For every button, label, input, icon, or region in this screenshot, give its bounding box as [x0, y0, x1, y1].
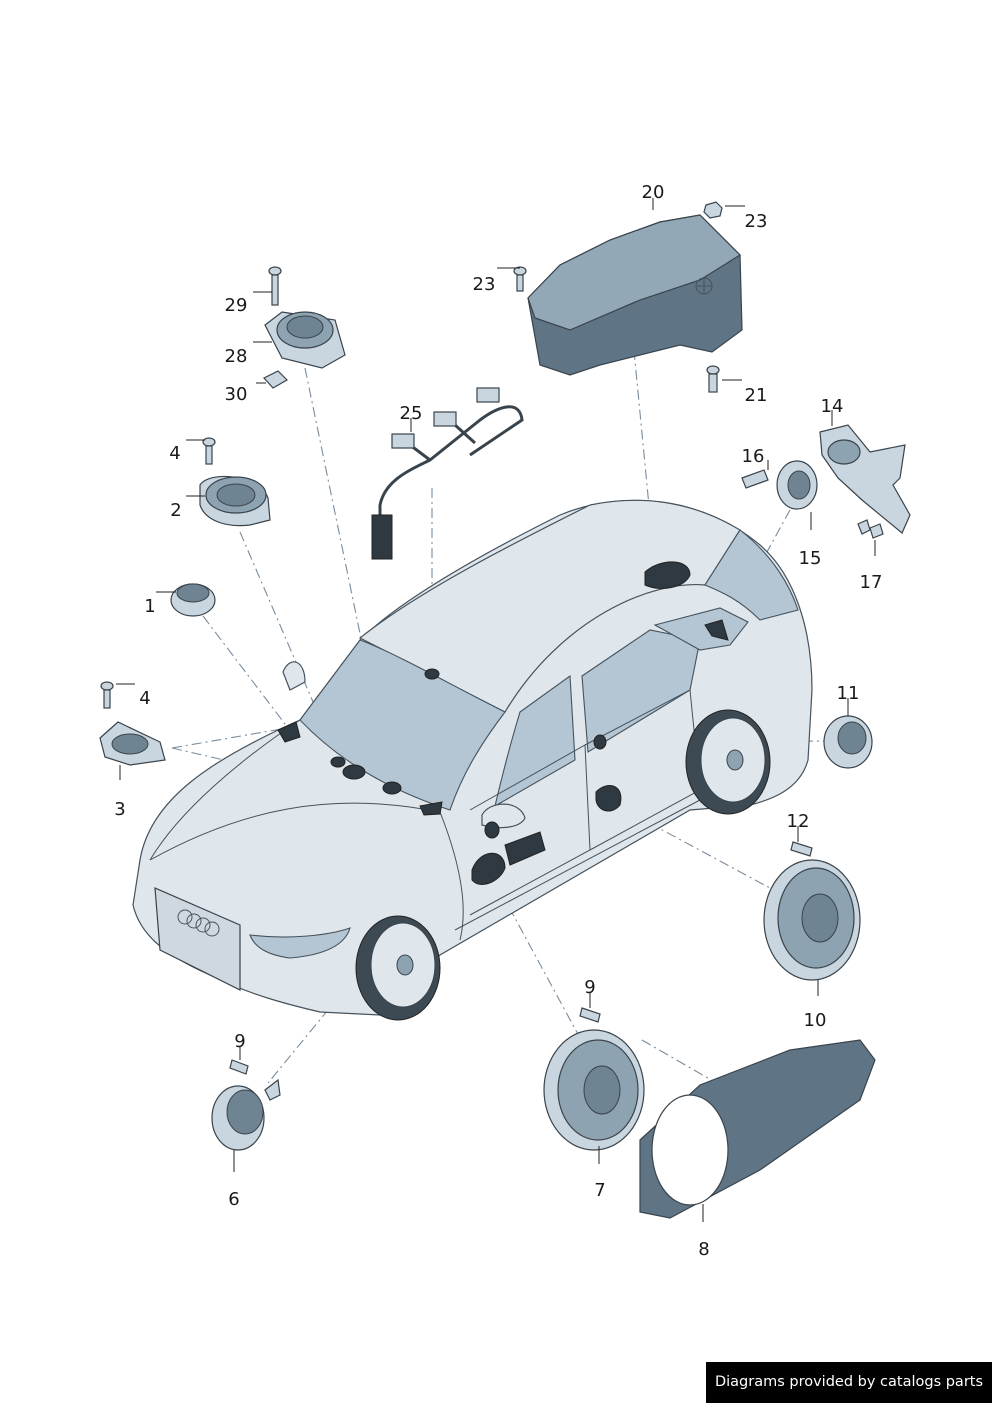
label-3: 3 [114, 799, 125, 820]
bolt-part-23 [513, 266, 527, 292]
label-leader-lines [116, 198, 876, 1222]
label-1: 1 [144, 596, 155, 617]
label-29: 29 [225, 295, 248, 316]
label-11: 11 [837, 683, 860, 704]
label-2: 2 [170, 500, 181, 521]
screw-part-4-lower [100, 681, 114, 709]
label-9-right: 9 [584, 977, 595, 998]
bracket-part-14 [819, 424, 911, 534]
front-wheel [355, 915, 441, 1021]
wiring-harness-part-25 [371, 387, 524, 560]
label-23: 23 [473, 274, 496, 295]
bolt-part-21 [706, 365, 720, 393]
screw-part-9-left [229, 1059, 249, 1075]
label-12: 12 [787, 811, 810, 832]
speaker-part-2 [199, 475, 271, 527]
screw-part-29 [268, 266, 282, 306]
label-30: 30 [225, 384, 248, 405]
label-4-upper: 4 [169, 443, 180, 464]
car-illustration [132, 499, 813, 1021]
speaker-part-11 [823, 715, 873, 769]
screw-part-9-right [579, 1007, 601, 1023]
speaker-part-7 [543, 1029, 645, 1151]
label-28: 28 [225, 346, 248, 367]
label-15: 15 [799, 548, 822, 569]
label-9-left: 9 [234, 1031, 245, 1052]
label-8: 8 [698, 1239, 709, 1260]
speaker-part-6 [211, 1078, 281, 1151]
clip-part-30 [263, 370, 288, 389]
speaker-housing-part-8 [639, 1039, 876, 1219]
label-4-lower: 4 [139, 688, 150, 709]
rear-wheel [685, 709, 771, 815]
label-16: 16 [742, 446, 765, 467]
nut-part-22 [703, 201, 723, 219]
audi-rings-logo [177, 909, 220, 937]
speaker-part-10 [763, 859, 861, 981]
label-7: 7 [594, 1180, 605, 1201]
clip-part-17 [857, 519, 884, 539]
label-21: 21 [745, 385, 768, 406]
part-number-labels: 20 23 23 21 29 28 30 25 4 2 1 4 3 14 16 … [114, 182, 882, 1260]
tweeter-part-1 [170, 583, 216, 617]
label-20: 20 [642, 182, 665, 203]
speaker-part-28 [264, 311, 346, 369]
subwoofer-housing-part-20 [527, 214, 743, 376]
screw-part-4-upper [202, 437, 216, 465]
speaker-part-3 [99, 721, 166, 766]
label-10: 10 [804, 1010, 827, 1031]
label-6: 6 [228, 1189, 239, 1210]
label-17: 17 [860, 572, 883, 593]
label-14: 14 [821, 396, 844, 417]
tweeter-part-15 [776, 460, 818, 510]
label-22: 23 [745, 211, 768, 232]
label-25: 25 [400, 403, 423, 424]
credit-banner: Diagrams provided by catalogs parts [706, 1362, 992, 1403]
screw-part-16 [741, 469, 769, 489]
screw-part-12 [790, 841, 813, 857]
